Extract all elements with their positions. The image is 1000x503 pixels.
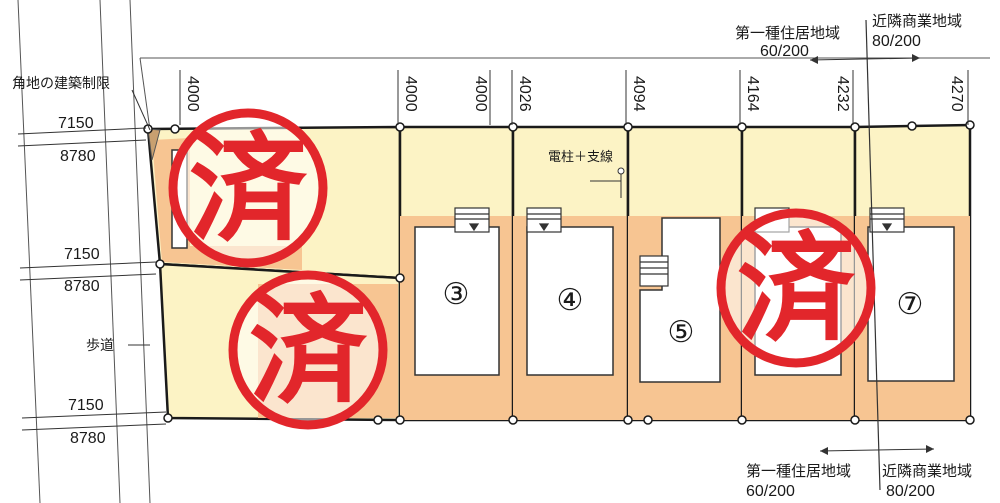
road-width-far: 8780	[70, 430, 106, 447]
entrance-steps	[454, 207, 905, 287]
lot-3-number: ③	[443, 277, 470, 312]
depth-label: 4000	[402, 76, 419, 112]
sold-stamp: 済	[228, 270, 388, 430]
depth-label: 4270	[948, 76, 965, 112]
frontage-dim-lines	[179, 70, 969, 125]
road-width-near: 7150	[68, 397, 104, 414]
zoning-top: 第一種住居地域 60/200 近隣商業地域 80/200	[735, 12, 962, 64]
frontage-depth-labels: 4000 4000 4000 4026 4094 4164 4232 4270	[184, 76, 965, 112]
zone-boundary-line	[865, 19, 881, 491]
zone-bottom-left-ratio: 60/200	[746, 483, 795, 500]
utility-pole-icon	[590, 167, 625, 198]
corner-cut	[147, 128, 161, 161]
corner-restriction-label: 角地の建築制限	[12, 76, 110, 92]
zone-bottom-right-ratio: 80/200	[886, 483, 935, 500]
depth-label: 4232	[834, 76, 851, 112]
sold-stamp: 済	[716, 208, 876, 368]
zone-bottom-right-name: 近隣商業地域	[882, 462, 972, 480]
road-width-near: 7150	[58, 115, 94, 132]
building-5	[639, 217, 721, 383]
lot-4-number: ④	[557, 283, 584, 318]
lot-7-number: ⑦	[897, 287, 924, 322]
road-width-dims	[17, 127, 167, 431]
road-width-far: 8780	[60, 148, 96, 165]
road-width-near: 7150	[64, 246, 100, 263]
zone-top-right-ratio: 80/200	[872, 33, 921, 50]
sold-stamp-text: 済	[249, 281, 368, 420]
depth-label: 4000	[472, 76, 489, 112]
lot-5-number: ⑤	[668, 315, 695, 350]
depth-label: 4026	[516, 76, 533, 112]
sidewalk-label: 歩道	[86, 338, 114, 354]
building-3	[414, 226, 500, 376]
sold-stamp-text: 済	[189, 119, 308, 258]
depth-label: 4164	[744, 76, 761, 112]
zoning-bottom: 第一種住居地域 60/200 近隣商業地域 80/200	[746, 445, 972, 500]
zone-top-right-name: 近隣商業地域	[872, 12, 962, 30]
pole-guy-label: 電柱＋支線	[548, 149, 613, 165]
zone-top-left-ratio: 60/200	[760, 43, 809, 60]
building-7	[867, 226, 955, 382]
zone-top-left-name: 第一種住居地域	[735, 24, 840, 42]
sold-stamp-text: 済	[737, 219, 856, 358]
road-width-labels: 7150 8780 7150 8780 7150 8780	[58, 115, 106, 447]
corner-restriction-leader	[131, 89, 151, 131]
sold-stamp: 済	[168, 108, 328, 268]
depth-label: 4000	[184, 76, 201, 112]
lot-numbers: ③ ④ ⑤ ⑦	[443, 277, 924, 350]
depth-label: 4094	[630, 76, 647, 112]
building-4	[526, 226, 614, 376]
road-width-far: 8780	[64, 278, 100, 295]
zone-bottom-left-name: 第一種住居地域	[746, 462, 851, 480]
